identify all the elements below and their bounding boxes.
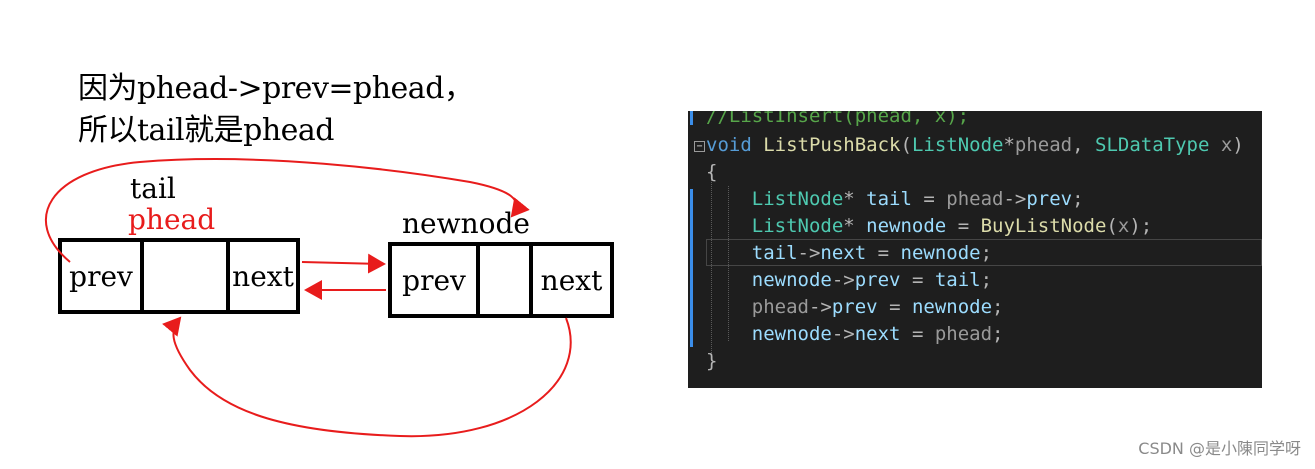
change-marker bbox=[690, 111, 693, 125]
code-token: phead bbox=[934, 323, 993, 345]
code-token: ; bbox=[1072, 188, 1084, 210]
arrow-phead-prev-to-newnode bbox=[44, 158, 530, 263]
code-token: next bbox=[854, 323, 901, 345]
code-token: prev bbox=[1026, 188, 1073, 210]
code-token: = bbox=[866, 242, 901, 264]
code-token: phead bbox=[1014, 134, 1073, 156]
caption-line-1: 因为phead->prev=phead， bbox=[78, 71, 474, 106]
code-token bbox=[706, 188, 752, 210]
node-prev-field: prev bbox=[62, 242, 144, 310]
code-token: void bbox=[706, 134, 752, 156]
code-token bbox=[752, 134, 763, 156]
tail-label: tail bbox=[130, 172, 176, 205]
code-token: tail bbox=[934, 269, 981, 291]
code-token: ListNode bbox=[751, 215, 844, 237]
code-token: ) bbox=[1232, 134, 1244, 156]
code-token: -> bbox=[831, 323, 855, 345]
node-next-field: next bbox=[232, 259, 294, 293]
code-token: -> bbox=[1003, 188, 1027, 210]
list-node-phead: prev next bbox=[58, 238, 300, 314]
csdn-watermark: CSDN @是小陳同学呀 bbox=[1138, 439, 1301, 458]
code-line: } bbox=[706, 348, 717, 375]
code-token: prev bbox=[831, 296, 878, 318]
code-line: ListNode* tail = phead->prev; bbox=[706, 186, 1084, 213]
pointer-arrows bbox=[44, 158, 572, 438]
code-token: newnode bbox=[866, 215, 947, 237]
code-token: ( bbox=[1106, 215, 1118, 237]
code-token bbox=[1209, 134, 1220, 156]
code-token: phead bbox=[751, 296, 809, 318]
code-line: { bbox=[706, 159, 717, 186]
phead-label: phead bbox=[128, 203, 216, 236]
code-line: phead->prev = newnode; bbox=[706, 294, 1004, 321]
code-token: next bbox=[820, 242, 867, 264]
code-token: newnode bbox=[911, 296, 993, 318]
code-line: void ListPushBack(ListNode*phead, SLData… bbox=[706, 132, 1244, 159]
code-token: = bbox=[877, 296, 912, 318]
code-token: = bbox=[900, 269, 935, 291]
code-token: -> bbox=[831, 269, 855, 291]
explanation-caption: 因为phead->prev=phead， 所以tail就是phead bbox=[78, 68, 474, 152]
code-token: BuyListNode bbox=[980, 215, 1107, 237]
code-line: ListNode* newnode = BuyListNode(x); bbox=[706, 213, 1152, 240]
code-token: SLDataType bbox=[1095, 134, 1210, 156]
code-token: x bbox=[1220, 134, 1233, 156]
code-token: ListPushBack bbox=[763, 134, 901, 156]
indent-guide bbox=[728, 186, 729, 341]
code-token: -> bbox=[808, 296, 832, 318]
code-token: * bbox=[1003, 134, 1015, 156]
code-token: ; bbox=[992, 296, 1004, 318]
newnode-label: newnode bbox=[402, 207, 530, 240]
code-token: //ListInsert(phead, x); bbox=[706, 111, 970, 127]
code-token: * bbox=[843, 188, 867, 210]
code-token: ); bbox=[1129, 215, 1153, 237]
code-token: ( bbox=[900, 134, 912, 156]
indent-guide bbox=[711, 171, 712, 361]
node-prev-field: prev bbox=[392, 246, 480, 314]
code-token: ; bbox=[980, 269, 993, 291]
code-token bbox=[706, 323, 752, 345]
node-data-field bbox=[144, 242, 230, 310]
code-token: prev bbox=[854, 269, 901, 291]
code-token: ListNode bbox=[911, 134, 1004, 156]
code-token: tail bbox=[866, 188, 912, 210]
code-token: ListNode bbox=[751, 188, 844, 210]
code-token: ; bbox=[992, 323, 1004, 345]
code-token: , bbox=[1072, 134, 1096, 156]
code-token: = bbox=[900, 323, 935, 345]
code-token: x bbox=[1117, 215, 1130, 237]
code-token: } bbox=[706, 350, 718, 372]
arrow-newnode-next-to-phead bbox=[162, 316, 572, 438]
code-token: = bbox=[911, 188, 947, 210]
code-token bbox=[706, 242, 752, 264]
node-data-field bbox=[480, 246, 533, 314]
arrow-tail-next-to-newnode bbox=[301, 253, 386, 274]
code-token: { bbox=[706, 161, 718, 183]
code-token: newnode bbox=[751, 323, 832, 345]
caption-line-2: 所以tail就是phead bbox=[78, 113, 335, 148]
code-token: newnode bbox=[900, 242, 981, 264]
code-editor-panel: − //ListInsert(phead, x); void ListPushBa… bbox=[688, 111, 1262, 388]
code-token: newnode bbox=[751, 269, 832, 291]
code-token: = bbox=[946, 215, 981, 237]
collapse-icon[interactable]: − bbox=[694, 141, 705, 152]
code-line: //ListInsert(phead, x); bbox=[706, 111, 969, 130]
code-token: * bbox=[843, 215, 867, 237]
change-marker bbox=[690, 189, 693, 347]
code-token: -> bbox=[797, 242, 821, 264]
code-token: tail bbox=[751, 242, 798, 264]
code-token: phead bbox=[946, 188, 1004, 210]
code-line: tail->next = newnode; bbox=[706, 240, 992, 267]
code-token bbox=[706, 215, 752, 237]
node-next-field: next bbox=[540, 263, 603, 297]
code-token bbox=[706, 296, 752, 318]
code-token bbox=[706, 269, 752, 291]
code-token: ; bbox=[980, 242, 993, 264]
list-node-newnode: prev next bbox=[388, 242, 614, 318]
code-line: newnode->prev = tail; bbox=[706, 267, 992, 294]
current-line-highlight bbox=[706, 239, 1262, 266]
code-line: newnode->next = phead; bbox=[706, 321, 1004, 348]
